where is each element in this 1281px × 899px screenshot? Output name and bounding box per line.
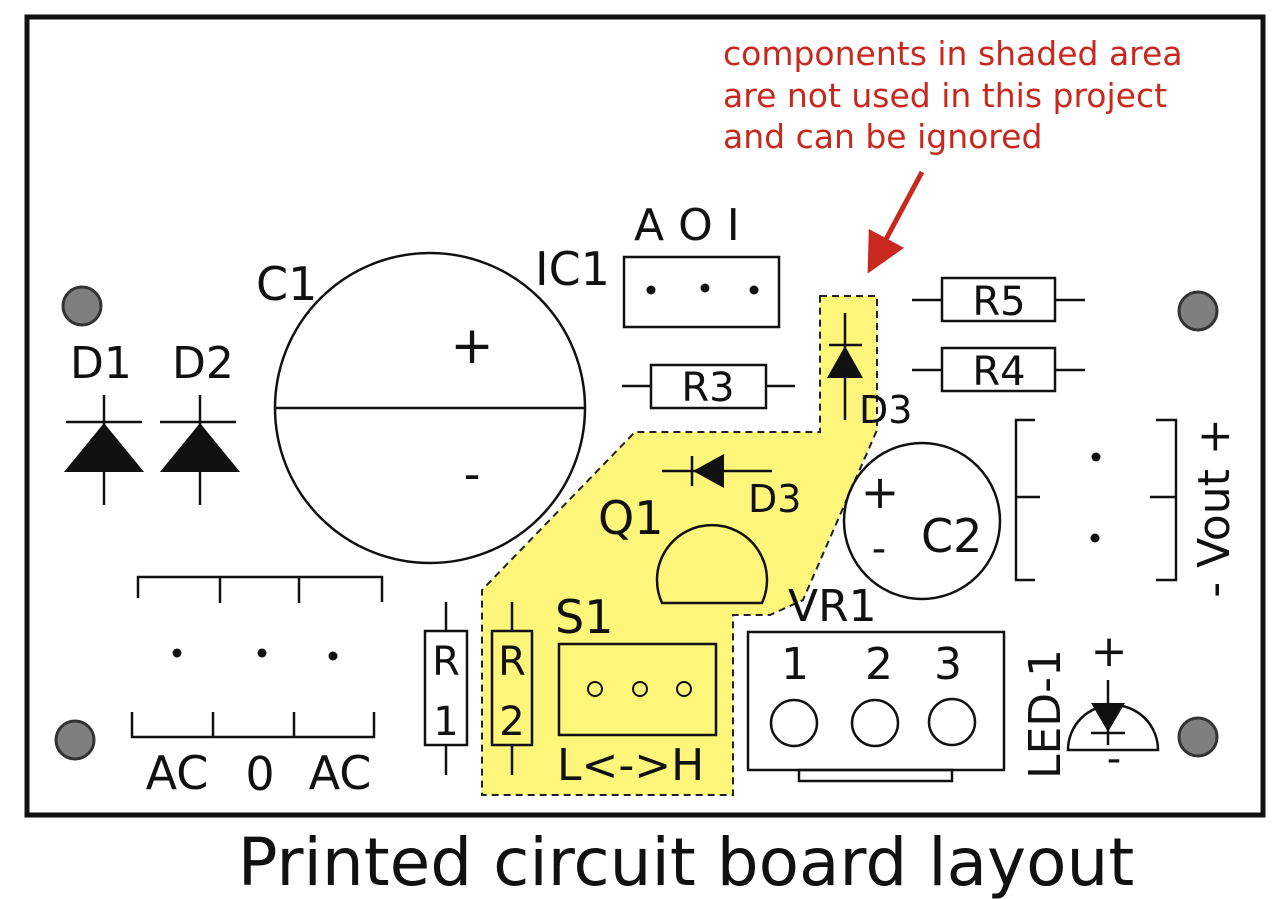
- c1-plus: +: [450, 316, 494, 376]
- led-label: LED-1: [1020, 649, 1071, 779]
- d3-upper-diode: [827, 313, 863, 420]
- r4-label: R4: [972, 349, 1025, 395]
- vr1-label: VR1: [788, 581, 877, 632]
- s1-label: S1: [555, 590, 613, 644]
- ac-pin-label-3: AC: [309, 746, 372, 800]
- ac-pin-label-2: 0: [245, 747, 274, 801]
- mounting-hole: [1177, 716, 1219, 758]
- c2-capacitor: [842, 441, 1002, 601]
- led-plus: +: [1091, 626, 1128, 677]
- d2-diode: [160, 395, 240, 505]
- ac-pin-label-1: AC: [146, 746, 209, 800]
- board-outline: [24, 14, 1266, 818]
- shaded-area: [481, 295, 878, 796]
- r3-label: R3: [681, 365, 734, 411]
- ic1-package: [622, 255, 781, 329]
- d3-lower-diode: [662, 454, 772, 488]
- ic1-label: IC1: [535, 242, 610, 296]
- vr1-pin-2: 2: [865, 639, 893, 690]
- c2-plus: +: [861, 465, 900, 519]
- r2-resistor: [490, 602, 534, 775]
- r2-label-r: R: [498, 639, 526, 685]
- mounting-hole: [61, 285, 103, 327]
- r3-resistor: [622, 363, 795, 410]
- d3-lower-label: D3: [748, 477, 801, 521]
- d3-upper-label: D3: [859, 388, 912, 432]
- r1-label-num: 1: [433, 699, 458, 745]
- q1-transistor: [655, 523, 769, 605]
- r1-label-r: R: [432, 639, 460, 685]
- vout-connector: [1014, 418, 1178, 582]
- c2-label: C2: [921, 509, 982, 563]
- s1-range-label: L<->H: [557, 740, 704, 791]
- r5-resistor: [912, 276, 1085, 323]
- r5-label: R5: [972, 279, 1025, 325]
- r2-label-num: 2: [499, 699, 524, 745]
- ac-connector: [130, 575, 384, 739]
- d2-label: D2: [172, 338, 234, 389]
- c1-minus: -: [464, 447, 481, 501]
- note-arrow: [867, 170, 925, 274]
- d1-diode: [64, 395, 144, 505]
- q1-label: Q1: [598, 491, 663, 545]
- c1-label: C1: [256, 257, 317, 311]
- vr1-potentiometer: [746, 630, 1006, 783]
- c2-minus: -: [872, 526, 886, 572]
- mounting-hole: [54, 719, 96, 761]
- r1-resistor: [423, 602, 469, 775]
- d1-label: D1: [70, 338, 132, 389]
- note-line-2: are not used in this project: [723, 76, 1167, 115]
- s1-switch: [557, 642, 718, 737]
- vr1-pin-3: 3: [934, 639, 962, 690]
- led-minus: -: [1107, 736, 1121, 782]
- r4-resistor: [912, 346, 1085, 393]
- c1-capacitor: [273, 251, 587, 565]
- vout-label: - Vout +: [1189, 418, 1240, 597]
- note-line-1: components in shaded area: [723, 34, 1183, 73]
- note-line-3: and can be ignored: [723, 117, 1042, 156]
- vr1-pin-1: 1: [781, 639, 809, 690]
- ic1-pin-labels: A O I: [634, 200, 740, 251]
- led-1: [1066, 680, 1160, 752]
- mounting-hole: [1177, 290, 1219, 332]
- page-caption: Printed circuit board layout: [238, 824, 1134, 899]
